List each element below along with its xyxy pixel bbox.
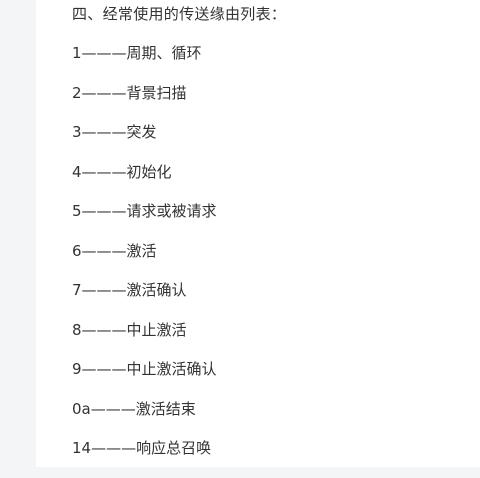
list-item: 4———初始化: [72, 162, 172, 181]
list-item: 7———激活确认: [72, 281, 187, 299]
section-heading: 四、经常使用的传送缘由列表：: [72, 5, 287, 23]
transmission-cause-list: 1———周期、循环 2———背景扫描 3———突发 4———初始化 5———请求…: [72, 43, 217, 478]
document-page: 四、经常使用的传送缘由列表： 1———周期、循环 2———背景扫描 3———突发…: [36, 0, 480, 467]
list-item: 3———突发: [72, 123, 157, 141]
list-item: 8———中止激活: [72, 320, 187, 339]
list-item: 1———周期、循环: [72, 44, 202, 62]
list-item: 14———响应总召唤: [72, 439, 212, 457]
list-item: 0a———激活结束: [72, 399, 196, 418]
list-item: 6———激活: [72, 241, 157, 260]
list-item: 5———请求或被请求: [72, 202, 217, 220]
list-item: 9———中止激活确认: [72, 360, 217, 378]
list-item: 2———背景扫描: [72, 83, 187, 102]
